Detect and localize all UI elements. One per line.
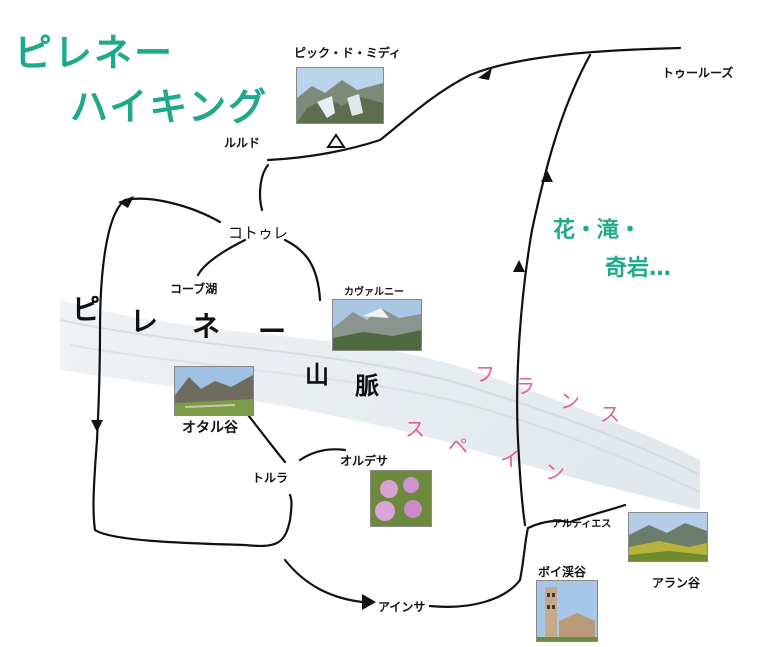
france-char-1: フ — [475, 362, 495, 386]
france-char-4: ス — [600, 402, 620, 426]
range-char-1: ピ — [72, 293, 105, 326]
route-toulouse-lourdes — [266, 46, 682, 162]
range-char-6: 脈 — [355, 372, 383, 400]
tagline-line1: 花・滝・ — [553, 218, 642, 243]
label-lac-de-gaube: コーブ湖 — [170, 282, 218, 296]
spain-char-4: ン — [545, 460, 565, 484]
range-char-4: ー — [258, 315, 291, 348]
france-char-2: ラ — [515, 374, 535, 398]
spain-char-1: ス — [405, 417, 425, 441]
arrow-west-top — [118, 196, 134, 208]
photo-ordesa-valley — [174, 366, 254, 416]
photo-gavarnie — [332, 299, 422, 351]
label-ordesa: オルデサ — [340, 454, 389, 468]
route-cauterets-gaube — [196, 238, 247, 277]
range-char-5: 山 — [305, 361, 333, 389]
label-torla: トルラ — [252, 471, 289, 485]
label-boi-valley: ボイ渓谷 — [538, 565, 587, 579]
france-char-3: ン — [560, 389, 580, 413]
arrow-top — [478, 68, 492, 80]
photo-aran-valley — [628, 512, 708, 562]
spain-char-3: イ — [500, 447, 520, 471]
arrow-east-up-1 — [541, 170, 553, 182]
tagline-line2: 奇岩… — [605, 256, 672, 281]
route-cauterets-west — [95, 197, 222, 442]
arrow-east-up-2 — [513, 260, 525, 272]
route-ainsa-boi — [428, 519, 570, 608]
label-aran-valley: アラン谷 — [652, 576, 701, 590]
label-pic-du-midi: ピック・ド・ミディ — [294, 46, 401, 60]
range-char-3: ネ — [192, 310, 225, 343]
label-arties: アルティエス — [552, 519, 612, 530]
arrow-west-down — [91, 420, 103, 432]
route-arties-aran — [568, 503, 627, 524]
route-torla-ordesa — [298, 448, 347, 462]
photo-pic-du-midi — [296, 67, 384, 124]
range-char-2: レ — [130, 305, 163, 338]
label-cauterets: コトゥレ — [228, 224, 289, 242]
photo-boi-valley — [536, 580, 598, 642]
page-title-line2: ハイキング — [70, 85, 269, 129]
label-gavarnie: カヴァルニー — [344, 287, 404, 298]
label-ainsa: アインサ — [378, 600, 426, 614]
route-toulouse-arties — [516, 53, 592, 527]
pyrenees-band — [60, 300, 700, 510]
label-toulouse: トゥールーズ — [662, 66, 734, 80]
spain-char-2: ペ — [448, 434, 468, 458]
peak-marker — [326, 133, 346, 148]
photo-ordesa-flowers — [370, 470, 432, 527]
route-torla-ainsa — [283, 558, 364, 604]
route-cauterets-gavarnie — [283, 238, 322, 302]
route-ordesa-torla — [246, 413, 287, 464]
route-lourdes-cauterets — [258, 163, 270, 212]
page-title-line1: ピレネー — [14, 31, 175, 75]
route-west-south — [92, 438, 293, 548]
label-lourdes: ルルド — [224, 136, 261, 150]
label-ordesa-valley: オタル谷 — [182, 420, 238, 436]
arrow-ainsa — [362, 594, 376, 610]
